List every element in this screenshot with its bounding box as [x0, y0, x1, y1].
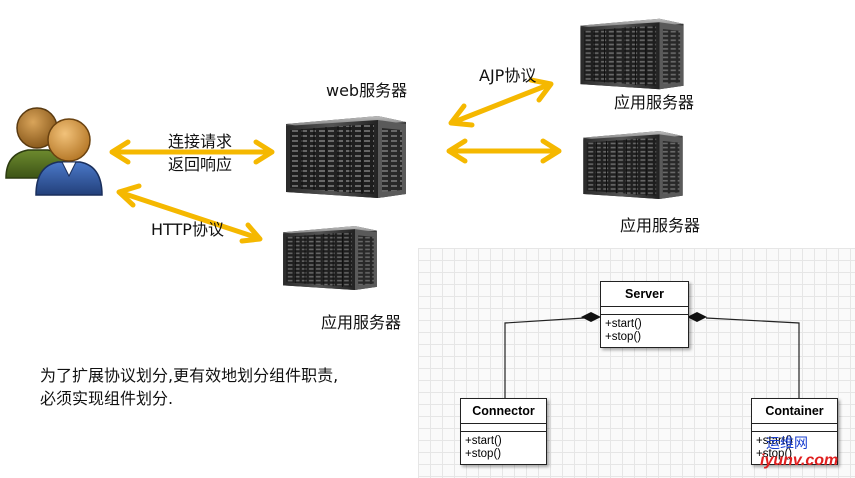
composition-diamond	[581, 312, 601, 322]
uml-operation: +start()	[756, 435, 793, 447]
uml-operation: +start()	[465, 435, 502, 447]
response-label: 返回响应	[168, 155, 233, 174]
watermark-text-cn: 运维网	[766, 436, 808, 452]
uml-operation: +stop()	[756, 448, 793, 460]
composition-diamond	[687, 312, 707, 322]
http-arrow	[116, 183, 263, 244]
uml-operation: +stop()	[605, 331, 642, 343]
uml-class-name: Connector	[461, 399, 546, 424]
uml-class-name: Container	[752, 399, 837, 424]
http-protocol-label: HTTP协议	[151, 220, 224, 239]
app-server-label: 应用服务器	[620, 216, 701, 235]
uml-class-server: Server +start() +stop()	[600, 281, 689, 348]
app-server-label: 应用服务器	[614, 93, 695, 112]
web-app-arrow	[446, 138, 562, 164]
ajp-protocol-label: AJP协议	[479, 66, 537, 85]
note-line-1: 为了扩展协议划分,更有效地划分组件职责,	[40, 366, 339, 385]
watermark-logo: 运维网 iyunv.com	[752, 433, 852, 473]
watermark-text-domain: iyunv.com	[760, 452, 839, 469]
ajp-arrow	[448, 77, 554, 128]
app-server-label: 应用服务器	[321, 313, 402, 332]
uml-class-container: Container +start() +stop()	[751, 398, 838, 465]
users-icon	[5, 107, 103, 196]
request-label: 连接请求	[168, 132, 233, 151]
uml-class-name: Server	[601, 282, 688, 307]
request-response-arrow	[109, 139, 275, 165]
note-line-2: 必须实现组件划分.	[40, 389, 174, 408]
uml-operation: +stop()	[465, 448, 502, 460]
uml-class-connector: Connector +start() +stop()	[460, 398, 547, 465]
uml-operation: +start()	[605, 318, 642, 330]
web-server-label: web服务器	[326, 81, 408, 100]
